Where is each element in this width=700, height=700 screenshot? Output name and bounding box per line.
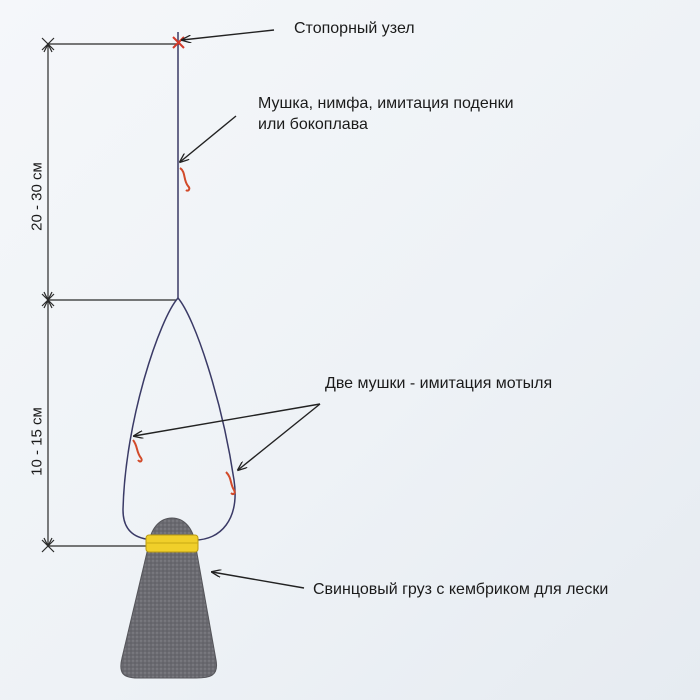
fly-top	[179, 167, 191, 192]
sinker-label: Свинцовый груз с кембриком для лески	[313, 581, 609, 598]
fly-left	[132, 439, 143, 463]
dimension-upper-label: 20 - 30 см	[28, 162, 46, 231]
lead-sinker	[120, 517, 218, 679]
fly-right	[225, 471, 236, 495]
two-flies-label: Две мушки - имитация мотыля	[325, 375, 553, 392]
stop-knot-label: Стопорный узел	[294, 20, 415, 37]
top-fly-label-line2: или бокоплава	[258, 116, 368, 133]
dimension-lower-label: 10 - 15 см	[28, 407, 46, 476]
pointer-arrows	[134, 29, 321, 589]
dimension-line	[41, 37, 180, 553]
top-fly-label-line1: Мушка, нимфа, имитация поденки	[258, 95, 514, 112]
fishing-line	[122, 32, 236, 541]
